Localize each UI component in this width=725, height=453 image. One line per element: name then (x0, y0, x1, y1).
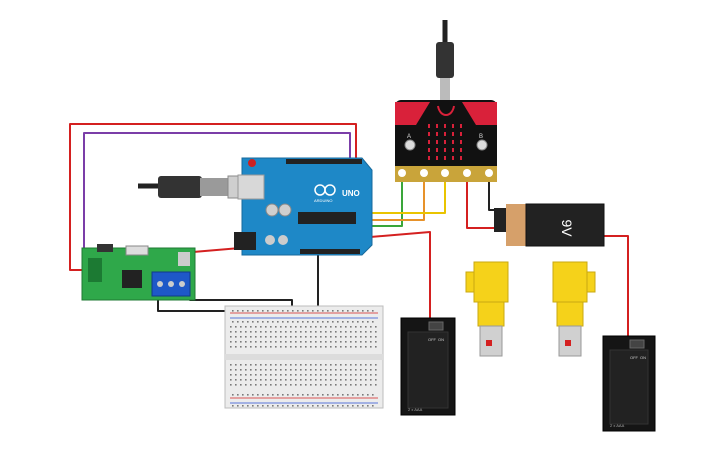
battery-pack-left-caption: 2 x AAA (408, 407, 423, 412)
usb-cable-microbit (436, 20, 454, 100)
battery-pack-right-off-label: OFF (630, 355, 639, 360)
wire-red-top-loop[interactable] (69, 123, 357, 271)
battery-pack-right-switch[interactable] (629, 339, 645, 349)
microbit-button-b-label: B (479, 134, 483, 140)
microbit-button-b[interactable] (476, 139, 488, 151)
battery-pack-left-off-label: OFF (428, 337, 437, 342)
motor-left[interactable] (465, 261, 509, 357)
wire-red-battery-to-motor[interactable] (600, 235, 629, 338)
battery-9v[interactable]: 9V (494, 203, 605, 247)
microbit-led-matrix (428, 124, 462, 160)
power-jack (234, 232, 256, 250)
wire-red-microbit-3v[interactable] (466, 180, 506, 229)
arduino-model-text: UNO (342, 189, 360, 198)
battery-pack-left-switch[interactable] (428, 321, 444, 331)
microbit-edge-pins (398, 169, 493, 177)
battery-pack-right[interactable]: OFF ON 2 x AAA (602, 335, 656, 432)
motor-right[interactable] (552, 261, 596, 357)
usb-cable-arduino (138, 175, 251, 199)
microbit-button-a-label: A (407, 134, 411, 140)
arduino-uno-board[interactable]: ARDUINO UNO (234, 157, 373, 256)
breadboard-holes (230, 310, 377, 407)
battery-pack-left-on-label: ON (438, 337, 444, 342)
battery-pack-right-on-label: ON (640, 355, 646, 360)
reset-button[interactable] (248, 159, 256, 167)
arduino-brand-text: ARDUINO (314, 198, 332, 203)
battery-pack-left[interactable]: OFF ON 2 x AAA (400, 317, 456, 416)
wire-black-driver-bottom[interactable] (157, 296, 228, 312)
battery-9v-label: 9V (559, 219, 575, 237)
arduino-logo-icon (314, 184, 336, 196)
microbit-board[interactable]: A B (395, 100, 497, 182)
microbit-button-a[interactable] (404, 139, 416, 151)
battery-pack-right-caption: 2 x AAA (610, 423, 625, 428)
usb-b-port (237, 174, 265, 200)
motor-driver-board[interactable] (81, 244, 196, 301)
wire-black-microbit-gnd[interactable] (488, 180, 506, 211)
breadboard[interactable] (224, 305, 384, 409)
